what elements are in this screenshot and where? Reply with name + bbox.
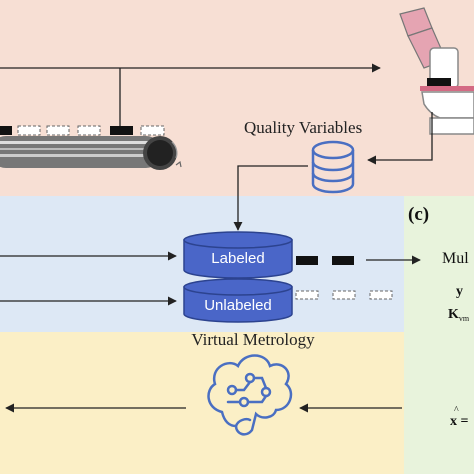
panel-bottom [0,332,404,474]
microscope-to-db-arrow [367,112,433,165]
labeled-label: Labeled [211,250,264,267]
conveyor-belt-icon [0,125,182,170]
labeled-cylinder [183,231,293,279]
k-partial-text: Kvm [448,307,470,323]
microscope-icon [399,7,474,135]
database-icon [311,140,355,194]
unlabeled-sample-2 [332,290,356,300]
quality-variables-label: Quality Variables [244,118,362,137]
panel-right [404,196,474,474]
panel-c-label: (c) [408,204,429,225]
x-hat-partial-text: x = [450,414,469,429]
unlabeled-sample-3 [369,290,393,300]
mul-partial-text: Mul [442,250,469,267]
x-hat-mark: ^ [454,405,459,416]
labeled-sample-1 [296,256,318,265]
virtual-metrology-label: Virtual Metrology [191,330,315,349]
brain-circuit-icon [207,354,293,436]
y-partial-text: y [456,284,463,299]
unlabeled-label: Unlabeled [204,297,272,314]
unlabeled-sample-1 [295,290,319,300]
db-to-labeled-arrow [233,165,308,231]
labeled-sample-2 [332,256,354,265]
unlabeled-cylinder [183,278,293,323]
